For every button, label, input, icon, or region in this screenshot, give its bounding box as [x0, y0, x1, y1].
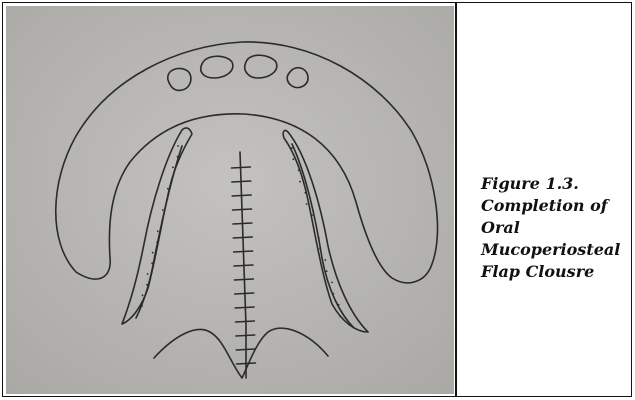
- suture-tick: [232, 181, 251, 182]
- suture-tick: [235, 293, 254, 294]
- flap-stipple-dot: [146, 284, 148, 286]
- flap-stipple-dot: [166, 198, 168, 200]
- flap-closure-drawing: [6, 6, 454, 394]
- flap-stipple-dot: [332, 293, 334, 295]
- flap-stipple-dot: [291, 147, 293, 149]
- flap-stipple-dot: [152, 252, 154, 254]
- flap-stipple-dot: [338, 304, 340, 306]
- caption-line-1: Completion of: [481, 195, 631, 217]
- suture-tick: [234, 279, 253, 280]
- flap-stipple-dot: [318, 237, 320, 239]
- flap-stipple-dot: [172, 166, 174, 168]
- flap-stipple-dot: [311, 214, 313, 216]
- flap-stipple-dot: [142, 294, 144, 296]
- caption-line-2: Oral: [481, 217, 631, 239]
- flap-stipple-dot: [326, 270, 328, 272]
- suture-tick: [236, 335, 255, 336]
- suture-tick: [233, 209, 252, 210]
- flap-stipple-dot: [324, 259, 326, 261]
- caption-line-4: Flap Clousre: [481, 261, 631, 283]
- suture-tick: [235, 307, 254, 308]
- suture-tick: [234, 251, 253, 252]
- suture-tick: [237, 363, 256, 364]
- suture-tick: [233, 223, 252, 224]
- flap-stipple-dot: [147, 273, 149, 275]
- flap-stipple-dot: [172, 177, 174, 179]
- suture-tick: [231, 167, 250, 168]
- flap-stipple-dot: [161, 220, 163, 222]
- flap-stipple-dot: [319, 248, 321, 250]
- flap-stipple-dot: [141, 305, 143, 307]
- flap-stipple-dot: [298, 170, 300, 172]
- flap-stipple-dot: [306, 203, 308, 205]
- flap-stipple-dot: [339, 315, 341, 317]
- flap-stipple-dot: [312, 226, 314, 228]
- flap-stipple-dot: [292, 158, 294, 160]
- suture-tick: [236, 349, 255, 350]
- flap-stipple-dot: [331, 282, 333, 284]
- flap-stipple-dot: [167, 188, 169, 190]
- figure-label: Figure 1.3.: [481, 173, 631, 195]
- paper-background: [6, 6, 454, 394]
- flap-stipple-dot: [177, 156, 179, 158]
- figure-divider: [455, 2, 457, 397]
- suture-tick: [233, 237, 252, 238]
- flap-stipple-dot: [156, 241, 158, 243]
- caption-line-3: Mucoperiosteal: [481, 239, 631, 261]
- flap-stipple-dot: [177, 145, 179, 147]
- flap-stipple-dot: [162, 209, 164, 211]
- flap-stipple-dot: [157, 230, 159, 232]
- suture-tick: [232, 195, 251, 196]
- flap-stipple-dot: [304, 192, 306, 194]
- figure-caption: Figure 1.3. Completion of Oral Mucoperio…: [481, 173, 631, 283]
- suture-tick: [234, 265, 253, 266]
- flap-stipple-dot: [299, 181, 301, 183]
- suture-tick: [235, 321, 254, 322]
- flap-stipple-dot: [151, 262, 153, 264]
